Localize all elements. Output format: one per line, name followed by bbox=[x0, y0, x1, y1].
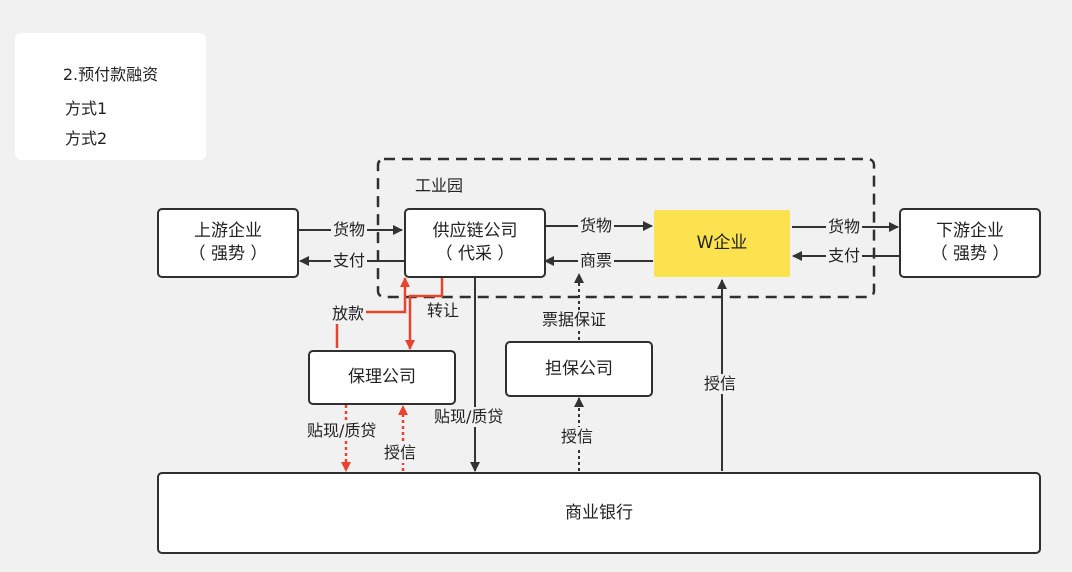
node-bank-line1: 商业银行 bbox=[565, 502, 633, 523]
edge-transfer bbox=[405, 278, 444, 350]
node-supply-chain: 供应链公司 （ 代采 ） bbox=[404, 208, 546, 278]
node-guarantee: 担保公司 bbox=[505, 341, 653, 397]
legend-method1-label: 方式1 bbox=[65, 99, 108, 118]
node-w-company: W企业 bbox=[654, 210, 790, 277]
node-supply-chain-line1: 供应链公司 bbox=[432, 221, 518, 241]
node-downstream-line1: 下游企业 bbox=[936, 221, 1004, 241]
node-downstream-line2: （ 强势 ） bbox=[930, 244, 1010, 264]
industrial-park-label: 工业园 bbox=[415, 176, 464, 195]
node-downstream: 下游企业 （ 强势 ） bbox=[899, 208, 1041, 278]
node-guarantee-line1: 担保公司 bbox=[545, 358, 613, 379]
label-credit-mid: 授信 bbox=[559, 427, 596, 447]
label-loan: 放款 bbox=[330, 304, 367, 324]
label-bill-guarantee: 票据保证 bbox=[540, 310, 609, 330]
node-w-company-line1: W企业 bbox=[696, 233, 748, 253]
node-upstream-line2: （ 强势 ） bbox=[188, 244, 268, 264]
node-supply-chain-line2: （ 代采 ） bbox=[435, 244, 515, 264]
label-discount-pledge-left: 贴现/质贷 bbox=[305, 421, 379, 441]
label-transfer: 转让 bbox=[425, 301, 462, 321]
label-credit-right: 授信 bbox=[702, 374, 739, 394]
label-goods-mid: 货物 bbox=[578, 216, 615, 236]
label-credit-left: 授信 bbox=[382, 443, 419, 463]
edge-loan bbox=[335, 277, 410, 348]
label-pay-up: 支付 bbox=[331, 251, 368, 271]
node-bank: 商业银行 bbox=[157, 472, 1041, 554]
label-pay-down: 支付 bbox=[826, 246, 863, 266]
node-upstream-line1: 上游企业 bbox=[194, 221, 262, 241]
node-upstream: 上游企业 （ 强势 ） bbox=[157, 208, 299, 278]
node-factoring: 保理公司 bbox=[308, 350, 456, 405]
legend-method2-label: 方式2 bbox=[65, 129, 108, 148]
label-goods-up: 货物 bbox=[331, 220, 368, 240]
node-factoring-line1: 保理公司 bbox=[348, 367, 416, 387]
legend-title: 2.预付款融资 bbox=[62, 65, 159, 84]
industrial-park-boundary bbox=[376, 157, 876, 299]
label-goods-down: 货物 bbox=[826, 217, 863, 237]
label-discount-pledge-mid: 贴现/质贷 bbox=[432, 407, 506, 427]
legend: 2.预付款融资 方式1 方式2 bbox=[15, 33, 206, 160]
label-note-mid: 商票 bbox=[578, 251, 615, 271]
